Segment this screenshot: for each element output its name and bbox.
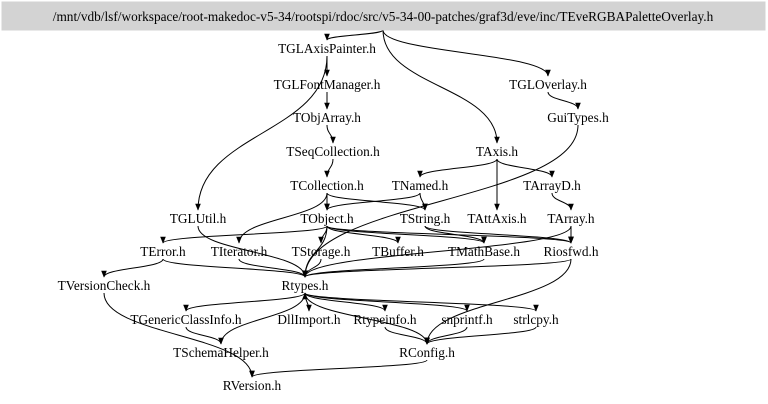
node-tschemahelper[interactable]: TSchemaHelper.h: [173, 345, 269, 360]
edge-tschemahelper-to-rtypes: [220, 292, 308, 345]
node-strlcpy[interactable]: strlcpy.h: [513, 312, 559, 327]
node-tmathbase[interactable]: TMathBase.h: [448, 244, 520, 259]
edge-root-to-taxis: [382, 29, 500, 144]
node-tglutil[interactable]: TGLUtil.h: [170, 211, 227, 226]
edge-tobject-to-tmathbase: [326, 225, 487, 244]
edge-rtypes-to-snprintf: [304, 292, 470, 312]
edge-strlcpy-to-rconfig: [424, 326, 537, 345]
node-tgloverlay[interactable]: TGLOverlay.h: [509, 77, 587, 92]
edge-riosfwd-to-rconfig: [424, 258, 572, 345]
node-tstorage[interactable]: TStorage.h: [292, 244, 351, 259]
node-tglaxispainter[interactable]: TGLAxisPainter.h: [278, 41, 376, 56]
edge-terror-to-tversioncheck: [101, 258, 164, 278]
edge-root-to-tglaxispainter: [324, 29, 384, 41]
edge-tnamed-to-tobject: [324, 192, 421, 211]
node-dllimport[interactable]: DllImport.h: [277, 312, 341, 327]
edge-tstring-to-riosfwd: [424, 225, 574, 244]
node-titerator[interactable]: TIterator.h: [211, 244, 268, 259]
edge-tnamed-to-tstring: [419, 192, 428, 211]
root-node-box[interactable]: [1, 1, 766, 31]
node-rtypeinfo[interactable]: Rtypeinfo.h: [353, 312, 417, 327]
edge-tstring-to-tmathbase: [424, 225, 487, 244]
edge-tobjarray-to-tseqcollection: [326, 124, 336, 144]
node-rversion[interactable]: RVersion.h: [223, 378, 282, 393]
node-snprintf[interactable]: snprintf.h: [441, 312, 493, 327]
edge-terror-to-rtypes: [162, 258, 308, 278]
edge-tglaxispainter-to-tglutil: [195, 55, 328, 211]
node-tversioncheck[interactable]: TVersionCheck.h: [58, 278, 151, 293]
edge-guitypes-to-rtypes: [302, 124, 579, 278]
node-taxis[interactable]: TAxis.h: [476, 144, 519, 159]
edge-riosfwd-to-rtypes: [302, 258, 572, 278]
edge-tobject-to-tbuffer: [326, 225, 401, 244]
edge-tseqcollection-to-tcollection: [324, 158, 334, 178]
edge-tglutil-to-rtypes: [197, 225, 308, 278]
edge-rtypes-to-strlcpy: [304, 292, 539, 312]
edge-taxis-to-tarrayd: [496, 158, 555, 178]
edge-root-to-tgloverlay: [382, 29, 551, 77]
node-tarray[interactable]: TArray.h: [547, 211, 595, 226]
node-tglfontmanager[interactable]: TGLFontManager.h: [274, 77, 381, 92]
edge-tgloverlay-to-guitypes: [547, 91, 581, 110]
edge-rtypes-to-rconfig: [304, 292, 430, 345]
node-guitypes[interactable]: GuiTypes.h: [547, 110, 609, 125]
edge-tarrayd-to-tarray: [551, 192, 574, 211]
edge-tmathbase-to-rtypes: [302, 258, 485, 278]
node-riosfwd[interactable]: Riosfwd.h: [543, 244, 598, 259]
edge-tobject-to-terror: [160, 225, 328, 244]
edge-tcollection-to-titerator: [236, 192, 328, 244]
node-tcollection[interactable]: TCollection.h: [290, 178, 364, 193]
edge-tgenericclassinfo-to-tschemahelper: [185, 326, 224, 345]
node-terror[interactable]: TError.h: [140, 244, 186, 259]
node-tstring[interactable]: TString.h: [400, 211, 451, 226]
nodes-layer: /mnt/vdb/lsf/workspace/root-makedoc-v5-3…: [1, 1, 766, 393]
edge-rconfig-to-rversion: [249, 359, 428, 378]
edge-tobject-to-riosfwd: [326, 225, 574, 244]
node-tattaxis[interactable]: TAttAxis.h: [467, 211, 526, 226]
node-rtypes[interactable]: Rtypes.h: [282, 278, 329, 293]
edge-rtypes-to-rtypeinfo: [304, 292, 388, 312]
node-tobject[interactable]: TObject.h: [300, 211, 354, 226]
node-tarrayd[interactable]: TArrayD.h: [523, 178, 581, 193]
edge-rtypes-to-tgenericclassinfo: [183, 292, 306, 312]
node-tgenericclassinfo[interactable]: TGenericClassInfo.h: [130, 312, 241, 327]
node-tnamed[interactable]: TNamed.h: [392, 178, 449, 193]
root-node-label[interactable]: /mnt/vdb/lsf/workspace/root-makedoc-v5-3…: [53, 9, 714, 24]
node-tbuffer[interactable]: TBuffer.h: [372, 244, 424, 259]
edges-layer: [101, 29, 581, 378]
edge-rtypeinfo-to-rconfig: [384, 326, 430, 345]
node-tobjarray[interactable]: TObjArray.h: [293, 110, 361, 125]
edge-titerator-to-rtypes: [238, 258, 308, 278]
edge-taxis-to-tnamed: [417, 158, 498, 178]
edge-tversioncheck-to-rversion: [103, 292, 255, 378]
node-rconfig[interactable]: RConfig.h: [399, 345, 455, 360]
node-tseqcollection[interactable]: TSeqCollection.h: [286, 144, 380, 159]
edge-tarray-to-rtypes: [302, 225, 572, 278]
